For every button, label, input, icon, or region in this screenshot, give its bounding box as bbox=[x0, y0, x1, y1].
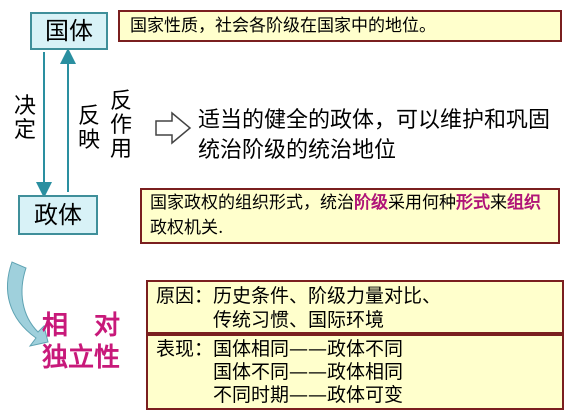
guoti-definition: 国家性质，社会各阶级在国家中的地位。 bbox=[118, 10, 562, 42]
label-react: 反作用 bbox=[110, 89, 133, 162]
highlight-form: 形式 bbox=[456, 193, 490, 213]
definition-part: 采用何种 bbox=[388, 193, 456, 213]
highlight-organize: 组织 bbox=[507, 193, 541, 213]
reason-text: 历史条件、阶级力量对比、 传统习惯、国际环境 bbox=[213, 285, 442, 331]
definition-part: 政权机关. bbox=[150, 218, 224, 238]
zhengti-definition: 国家政权的组织形式，统治阶级采用何种形式来组织政权机关. bbox=[140, 188, 560, 244]
definition-part: 来 bbox=[490, 193, 507, 213]
label-reflect: 反映 bbox=[78, 104, 101, 153]
relative-independence-label: 相 对 独立性 bbox=[42, 311, 121, 373]
curved-arrow-icon bbox=[6, 261, 49, 347]
reason-box: 原因： 历史条件、阶级力量对比、 传统习惯、国际环境 bbox=[146, 280, 564, 334]
definition-part: 国家政权的组织形式，统治 bbox=[150, 193, 354, 213]
node-zhengti: 政体 bbox=[18, 195, 98, 235]
highlight-class: 阶级 bbox=[354, 193, 388, 213]
manifestation-box: 表现： 国体相同——政体不同 国体不同——政体相同 不同时期——政体可变 bbox=[146, 334, 564, 410]
node-guoti: 国体 bbox=[30, 12, 108, 50]
reason-label: 原因： bbox=[156, 285, 214, 307]
label-decide: 决定 bbox=[14, 94, 37, 143]
manifestation-label: 表现： bbox=[156, 338, 214, 360]
hint-text: 适当的健全的政体，可以维护和巩固统治阶级的统治地位 bbox=[198, 108, 551, 163]
manifestation-text: 国体相同——政体不同 国体不同——政体相同 不同时期——政体可变 bbox=[213, 338, 404, 406]
right-block-arrow-icon bbox=[155, 111, 192, 145]
